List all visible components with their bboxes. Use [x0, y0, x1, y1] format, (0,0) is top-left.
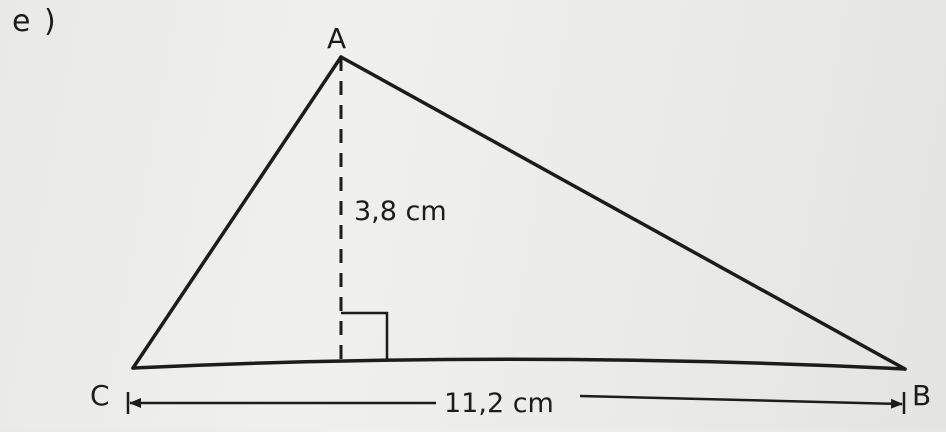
base-label: 11,2 cm	[444, 388, 554, 419]
base-arrow-right	[579, 394, 903, 409]
right-angle-marker	[341, 311, 389, 360]
side-ca	[131, 55, 343, 370]
exercise-label: e )	[12, 4, 58, 39]
side-ab	[339, 55, 907, 371]
vertex-label-a: A	[327, 22, 346, 55]
height-label: 3,8 cm	[354, 196, 447, 227]
side-cb	[131, 357, 907, 371]
vertex-label-c: C	[90, 379, 110, 412]
vertex-label-b: B	[912, 379, 931, 412]
